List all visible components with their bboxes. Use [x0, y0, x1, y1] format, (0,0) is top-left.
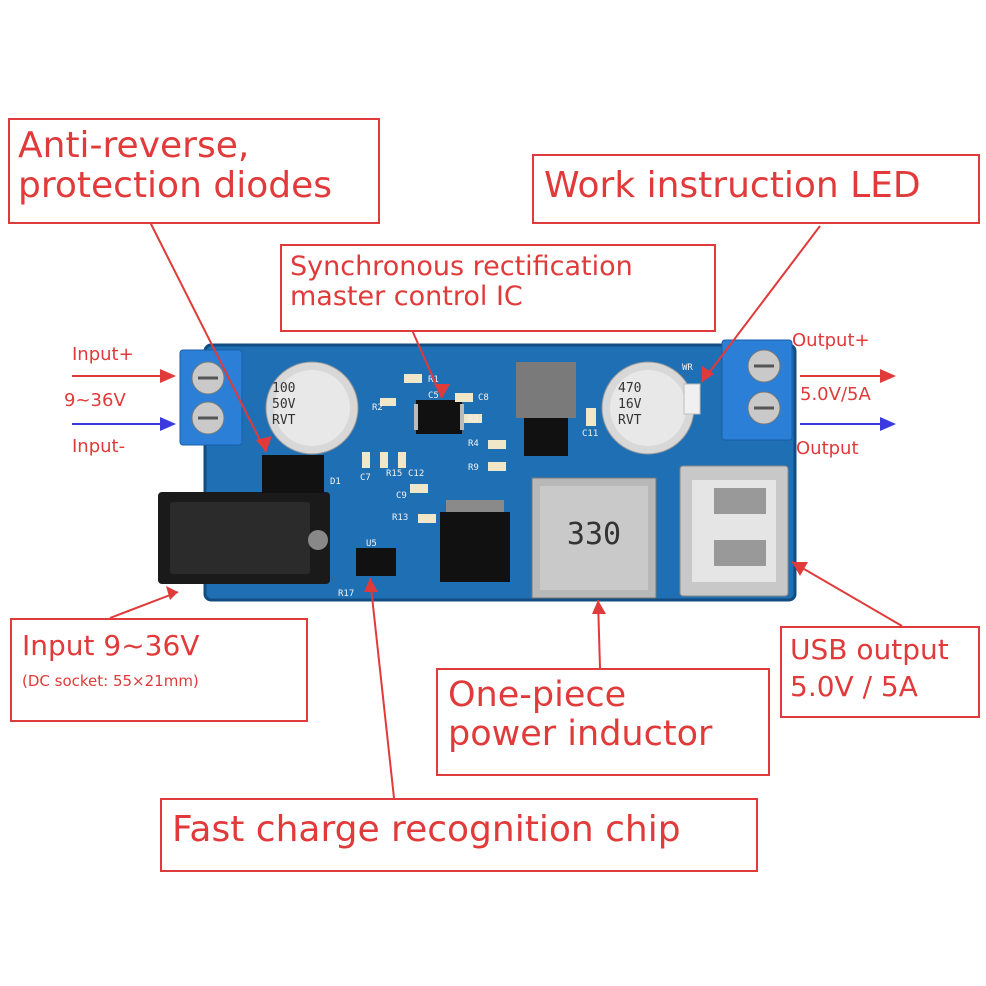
- output-rating-label: 5.0V/5A: [800, 384, 871, 405]
- svg-text:R3: R3: [468, 415, 479, 425]
- output-capacitor: 470 16V RVT: [601, 361, 695, 455]
- svg-text:R4: R4: [468, 439, 479, 449]
- work-led-label: Work instruction LED: [544, 165, 921, 206]
- inductor-line-2: power inductor: [448, 714, 713, 755]
- inductor-callout: One-piece power inductor: [436, 668, 770, 776]
- svg-text:RVT: RVT: [618, 413, 642, 428]
- work-led-callout: Work instruction LED: [532, 154, 980, 224]
- usb-output-line-2: 5.0V / 5A: [790, 670, 918, 704]
- input-socket-callout: Input 9~36V (DC socket: 55×21mm): [10, 618, 308, 722]
- input-capacitor: 100 50V RVT: [265, 361, 359, 455]
- protection-diode: [262, 455, 324, 493]
- callout-leaders: [109, 221, 903, 799]
- inductor-line-1: One-piece: [448, 675, 627, 715]
- svg-text:C8: C8: [478, 393, 489, 403]
- svg-text:330: 330: [567, 517, 621, 552]
- svg-text:C9: C9: [396, 491, 407, 501]
- sync-ic-line-2: master control IC: [290, 281, 523, 313]
- svg-text:U5: U5: [366, 539, 377, 549]
- usb-output-line-1: USB output: [790, 633, 949, 666]
- output-plus-label: Output+: [792, 330, 870, 351]
- svg-text:D1: D1: [330, 477, 341, 487]
- anti-reverse-callout: Anti-reverse, protection diodes: [8, 118, 380, 224]
- work-led: [683, 383, 701, 415]
- svg-text:C5: C5: [428, 391, 439, 401]
- input-minus-label: Input-: [72, 436, 126, 457]
- output-terminal-block: [721, 339, 793, 441]
- svg-text:R2: R2: [372, 403, 383, 413]
- svg-text:C11: C11: [582, 429, 598, 439]
- svg-text:R9: R9: [468, 463, 479, 473]
- power-inductor: 330: [531, 477, 657, 599]
- svg-text:WR: WR: [682, 363, 693, 373]
- output-label: Output: [796, 438, 859, 459]
- fast-charge-callout: Fast charge recognition chip: [160, 798, 758, 872]
- svg-text:470: 470: [618, 381, 641, 396]
- fast-charge-chip: [356, 548, 396, 576]
- svg-text:100: 100: [272, 381, 295, 396]
- mosfet-top: [516, 362, 576, 456]
- svg-text:R17: R17: [338, 589, 354, 599]
- svg-text:R13: R13: [392, 513, 408, 523]
- sync-rectification-ic: [414, 400, 464, 434]
- svg-text:C7: C7: [360, 473, 371, 483]
- smd-components: [362, 374, 596, 523]
- fast-charge-label: Fast charge recognition chip: [172, 809, 681, 850]
- usb-port: [679, 465, 789, 597]
- input-range-label: 9~36V: [64, 390, 126, 411]
- callout-arrowheads: [166, 366, 808, 614]
- input-plus-label: Input+: [72, 344, 134, 365]
- anti-reverse-line-1: Anti-reverse,: [18, 125, 250, 166]
- terminal-arrows: [72, 369, 896, 431]
- svg-text:R15: R15: [386, 469, 402, 479]
- usb-output-callout: USB output 5.0V / 5A: [780, 626, 980, 718]
- svg-text:C12: C12: [408, 469, 424, 479]
- mosfet-lower: [440, 500, 510, 582]
- dc-socket: [158, 492, 330, 584]
- svg-text:RVT: RVT: [272, 413, 296, 428]
- input-socket-subtitle: (DC socket: 55×21mm): [22, 672, 199, 691]
- svg-text:16V: 16V: [618, 397, 642, 412]
- input-terminal-block: [179, 349, 243, 446]
- anti-reverse-line-2: protection diodes: [18, 165, 332, 207]
- input-socket-title: Input 9~36V: [22, 629, 200, 662]
- svg-text:50V: 50V: [272, 397, 296, 412]
- sync-ic-line-1: Synchronous rectification: [290, 251, 633, 282]
- sync-ic-callout: Synchronous rectification master control…: [280, 244, 716, 332]
